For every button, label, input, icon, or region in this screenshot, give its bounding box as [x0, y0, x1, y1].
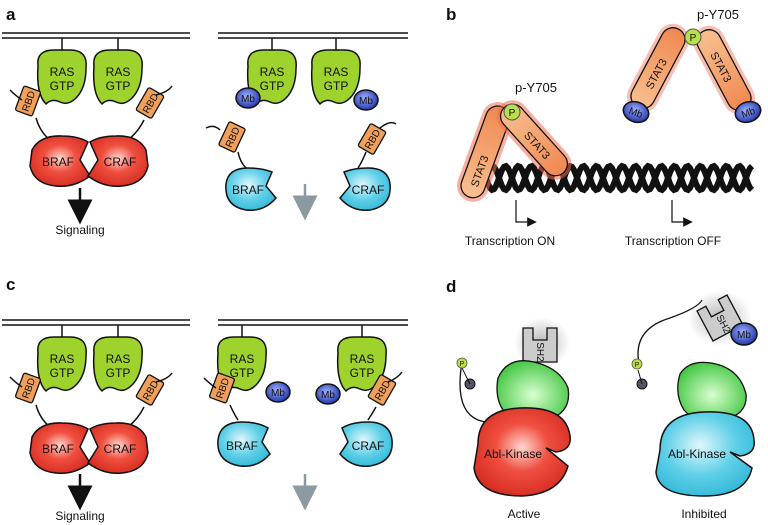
- craf-inactive-c: CRAF: [339, 421, 393, 467]
- braf-active-a: BRAF: [29, 135, 92, 188]
- transcription-on-label: Transcription ON: [465, 234, 555, 248]
- craf-label: CRAF: [352, 439, 385, 453]
- rbd-a-left: RBD: [15, 85, 41, 117]
- braf-label: BRAF: [226, 439, 258, 453]
- gtp-label: GTP: [106, 79, 131, 93]
- ras-label: RAS: [230, 352, 255, 366]
- ras-gtp-c-3: RAS GTP: [216, 336, 267, 392]
- monobody-c-2: Mb: [315, 383, 341, 405]
- braf-label: BRAF: [42, 442, 74, 456]
- gtp-label: GTP: [106, 366, 131, 380]
- gtp-label: GTP: [230, 366, 255, 380]
- rbd-c-left: RBD: [15, 372, 41, 404]
- panel-label-a: a: [6, 5, 16, 24]
- mb-label: Mb: [271, 388, 285, 399]
- craf-inactive-a: CRAF: [339, 167, 391, 211]
- mb-label: Mb: [627, 106, 644, 121]
- craf-active-c: CRAF: [86, 422, 149, 475]
- monobody-c-1: Mb: [265, 381, 291, 403]
- membrane-c-left: [2, 319, 190, 326]
- abl-inhibited: P SH2 Mb Abl-Kinase: [631, 290, 758, 497]
- ras-gtp-c-1: RAS GTP: [36, 336, 87, 392]
- stat3-dimer-bound: STAT3 STAT3 P p-Y705: [457, 80, 572, 202]
- dna-helix: [483, 162, 755, 194]
- inhibited-label: Inhibited: [681, 507, 726, 521]
- transcription-off-arrow: [671, 200, 693, 227]
- monobody-a-2: Mb: [353, 89, 379, 111]
- mb-label: Mb: [359, 96, 373, 107]
- braf-label: BRAF: [232, 183, 264, 197]
- active-label: Active: [508, 507, 541, 521]
- monobody-d: Mb: [730, 322, 758, 346]
- panel-label-c: c: [6, 275, 15, 294]
- kinase-n-lobe: [677, 361, 747, 423]
- rbd-c-right: RBD: [135, 374, 165, 406]
- rbd-a-right: RBD: [135, 87, 165, 119]
- rbd-c-bound-left: RBD: [209, 372, 235, 404]
- rbd-a-free-left: RBD: [218, 121, 246, 153]
- ras-gtp-a-3: RAS GTP: [246, 49, 297, 105]
- craf-label: CRAF: [352, 183, 385, 197]
- gtp-label: GTP: [324, 79, 349, 93]
- kinase-c-lobe-inhibited: [655, 411, 755, 497]
- rbd-a-free-right: RBD: [357, 123, 387, 155]
- gtp-label: GTP: [50, 366, 75, 380]
- gtp-label: GTP: [50, 79, 75, 93]
- craf-label: CRAF: [104, 155, 137, 169]
- ras-label: RAS: [50, 352, 75, 366]
- panel-label-d: d: [446, 277, 456, 296]
- membrane-a-left: [2, 32, 190, 39]
- signaling-label-c: Signaling: [55, 509, 104, 523]
- membrane-a-right: [218, 32, 408, 39]
- gtp-label: GTP: [350, 366, 375, 380]
- panel-label-b: b: [446, 5, 456, 24]
- mb-label: Mb: [737, 330, 751, 341]
- ras-label: RAS: [50, 65, 75, 79]
- ras-gtp-c-4: RAS GTP: [336, 336, 387, 392]
- signaling-label-a: Signaling: [55, 223, 104, 237]
- transcription-on-arrow: [515, 200, 537, 227]
- craf-label: CRAF: [104, 442, 137, 456]
- p-y705-label-inhibited: p-Y705: [697, 7, 739, 22]
- monobody-b-2: Mb: [734, 100, 762, 124]
- braf-inactive-c: BRAF: [217, 421, 271, 467]
- monobody-b-1: Mb: [622, 100, 650, 124]
- braf-label: BRAF: [42, 155, 74, 169]
- phospho-label: P: [509, 108, 516, 119]
- ras-gtp-c-2: RAS GTP: [92, 336, 143, 392]
- mb-label: Mb: [241, 94, 255, 105]
- ras-label: RAS: [324, 65, 349, 79]
- phospho-site: [684, 28, 702, 46]
- monobody-a-1: Mb: [235, 87, 261, 109]
- abl-kinase-label: Abl-Kinase: [668, 447, 726, 461]
- ras-gtp-a-2: RAS GTP: [92, 49, 143, 105]
- phospho-label: P: [635, 362, 640, 369]
- phospho-site: [456, 357, 468, 369]
- gtp-label: GTP: [260, 79, 285, 93]
- phospho-label: P: [460, 361, 465, 368]
- phospho-site: [503, 103, 521, 121]
- braf-inactive-a: BRAF: [225, 167, 277, 211]
- craf-active-a: CRAF: [86, 135, 149, 188]
- ras-label: RAS: [106, 352, 131, 366]
- ras-label: RAS: [260, 65, 285, 79]
- phospho-label: P: [690, 33, 697, 44]
- stat3-dimer-inhibited: STAT3 STAT3 P p-Y705 Mb Mb: [622, 7, 762, 124]
- ras-gtp-a-4: RAS GTP: [310, 49, 361, 105]
- mb-label: Mb: [740, 106, 757, 121]
- transcription-off-label: Transcription OFF: [625, 234, 721, 248]
- ras-gtp-a-1: RAS GTP: [36, 49, 87, 105]
- sh2-label: SH2: [534, 342, 545, 362]
- ras-label: RAS: [106, 65, 131, 79]
- ras-label: RAS: [350, 352, 375, 366]
- p-y705-label-bound: p-Y705: [515, 80, 557, 95]
- membrane-c-right: [218, 319, 408, 326]
- phospho-site: [631, 358, 643, 370]
- mb-label: Mb: [321, 390, 335, 401]
- kinase-c-lobe-active: [473, 407, 571, 497]
- braf-active-c: BRAF: [29, 422, 92, 475]
- abl-active: P SH2 Abl-Kinase: [456, 317, 571, 497]
- abl-kinase-label: Abl-Kinase: [484, 447, 542, 461]
